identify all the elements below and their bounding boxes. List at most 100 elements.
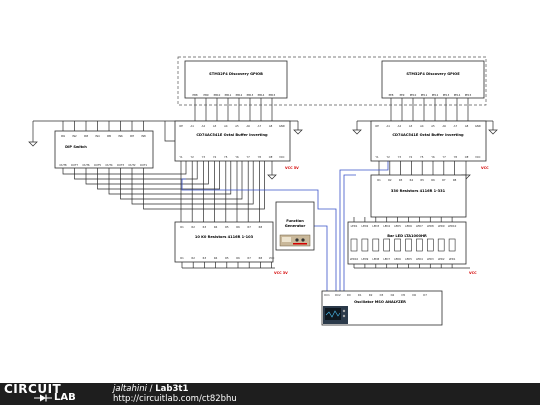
buffer-right-top-pin-8: A8 xyxy=(465,124,469,128)
project-url[interactable]: http://circuitlab.com/ct82bhu xyxy=(113,394,237,404)
dip-top-pin-7: IN8 xyxy=(141,134,146,138)
dip-top-pin-1: IN2 xyxy=(72,134,77,138)
dip-to-buffer-2 xyxy=(85,161,209,185)
led-segment-2 xyxy=(372,238,380,252)
footer-bar: CIRCUIT LAB jaltahini / Lab3t1 http://ci… xyxy=(0,383,540,405)
led-top-pin-9: LED10 xyxy=(448,224,457,228)
res-right-top-pin-2: R3 xyxy=(399,178,403,182)
oscilloscope-image xyxy=(323,306,348,324)
buffer-right-top-pin-0: OE xyxy=(375,124,379,128)
led-bottom-pin-4: LED6 xyxy=(394,257,401,261)
buffer-right-bottom-pin-3: Y4 xyxy=(409,155,413,159)
gpio-right-chip: STM32F4 Discovery GPIOE xyxy=(381,60,485,99)
buffer-right-bottom-pin-8: OE xyxy=(465,155,469,159)
buffer-left-top-pin-0: OE xyxy=(179,124,183,128)
buffer-left-bottom-pin-2: Y3 xyxy=(202,155,206,159)
buffer-right-top-pin-5: A5 xyxy=(431,124,435,128)
buffer-left-chip: CD74AC541E Octal Buffer Inverting xyxy=(174,120,291,162)
buffer-right-top-pin-7: A7 xyxy=(454,124,458,128)
buffer-left-top-pin-5: A5 xyxy=(235,124,239,128)
led-top-pin-2: LED3 xyxy=(372,224,379,228)
led-top-pin-8: LED9 xyxy=(438,224,445,228)
osc-pin-pin-6: D4 xyxy=(391,293,395,297)
logo-word-lab: LAB xyxy=(54,392,76,403)
gpio-left-title: STM32F4 Discovery GPIOB xyxy=(209,72,263,76)
buffer-left-top-pin-3: A3 xyxy=(213,124,217,128)
gpio-right-pin-4: PE12 xyxy=(432,93,439,97)
gpio-left-pin-2: PB10 xyxy=(214,93,221,97)
led-bar-chip: Bar LED LTA1000HR xyxy=(347,221,467,265)
dip-top-pin-4: IN5 xyxy=(107,134,112,138)
led-segment-0 xyxy=(350,238,358,252)
dip-top-pin-3: IN4 xyxy=(95,134,100,138)
dip-top-pin-0: IN1 xyxy=(61,134,66,138)
dip-bottom-pin-7: OUT1 xyxy=(140,163,148,167)
resistors-left-title: 10 K0 Resistors 4116R 1-103 xyxy=(195,235,254,239)
vcc-labels: VCC 5V VCC 3V VCC VCC xyxy=(274,166,489,275)
buffer-left-top-pin-9: GND xyxy=(279,124,285,128)
probe-wires xyxy=(181,161,389,291)
buffer-right-bottom-pin-4: Y5 xyxy=(420,155,424,159)
buffer-right-top-pin-4: A4 xyxy=(420,124,424,128)
gpio-left-pin-1: PB9 xyxy=(204,93,209,97)
buffer-left-top-pin-8: A8 xyxy=(269,124,273,128)
logo-word-circuit: CIRCUIT xyxy=(4,382,62,396)
gpio-left-pin-5: PB13 xyxy=(247,93,254,97)
buffer-left-bottom-pin-6: Y7 xyxy=(247,155,251,159)
buffer-right-bottom-pin-9: VCC xyxy=(475,155,481,159)
res-left-bottom-pin-5: R6 xyxy=(236,256,240,260)
res-right-top-pin-6: R7 xyxy=(442,178,446,182)
diode-logo-icon xyxy=(34,394,52,402)
ground-left-3 xyxy=(267,174,277,180)
led-segment-3 xyxy=(383,238,391,252)
buffer-left-bottom-pin-8: OE xyxy=(269,155,273,159)
vcc-label-3v: VCC 3V xyxy=(274,271,288,275)
res-left-top-pin-0: R1 xyxy=(180,225,184,229)
dip-bottom-pin-2: OUT6 xyxy=(82,163,90,167)
buffer-oe-left xyxy=(164,121,175,142)
buffer-right-bottom-pin-7: Y8 xyxy=(454,155,458,159)
project-name: Lab3t1 xyxy=(155,384,189,394)
gpio-left-pin-6: PB14 xyxy=(258,93,265,97)
buffer-right-top-pin-1: A1 xyxy=(386,124,390,128)
buffer-left-top-pin-2: A2 xyxy=(202,124,206,128)
dip-bottom-pin-3: OUT5 xyxy=(94,163,102,167)
res-left-top-pin-1: R2 xyxy=(191,225,195,229)
gpio-left-pin-3: PB11 xyxy=(225,93,232,97)
dip-top-pin-6: IN7 xyxy=(130,134,135,138)
ground-left-1 xyxy=(28,141,38,147)
probe-fg-to-scope xyxy=(314,225,328,291)
led-top-pin-3: LED4 xyxy=(383,224,390,228)
led-top-pin-0: LED1 xyxy=(351,224,358,228)
buffer-left-bottom-pin-5: Y6 xyxy=(235,155,239,159)
probe-dip-to-scope xyxy=(181,178,337,291)
oscilloscope-title: Oscillator MSO ANALYZER xyxy=(354,300,406,304)
buffer-left-bottom-pin-7: Y8 xyxy=(258,155,262,159)
dip-to-buffer-3 xyxy=(97,161,220,190)
led-top-pin-6: LED7 xyxy=(416,224,423,228)
res-left-top-pin-5: R6 xyxy=(236,225,240,229)
led-bottom-pin-3: LED7 xyxy=(383,257,390,261)
res-left-top-pin-7: R8 xyxy=(259,225,263,229)
led-bottom-pin-6: LED4 xyxy=(416,257,423,261)
circuitlab-logo[interactable]: CIRCUIT LAB xyxy=(4,382,96,404)
gpio-left-chip: STM32F4 Discovery GPIOB xyxy=(184,60,288,99)
res-right-top-pin-0: R1 xyxy=(377,178,381,182)
led-segment-9 xyxy=(448,238,456,252)
resistors-right-title: 330 Resistors 4116R 1-331 xyxy=(391,189,446,193)
res-right-top-pin-3: R4 xyxy=(410,178,414,182)
res-right-top-pin-7: R8 xyxy=(453,178,457,182)
dip-bottom-pin-4: OUT4 xyxy=(105,163,113,167)
res-left-top-pin-6: R7 xyxy=(247,225,251,229)
osc-pin-pin-2: D0 xyxy=(347,293,351,297)
res-right-top-pin-5: R6 xyxy=(431,178,435,182)
buffer-right-bottom-pin-2: Y3 xyxy=(398,155,402,159)
ground-right-2 xyxy=(488,129,498,135)
buffer-left-bottom-pin-3: Y4 xyxy=(213,155,217,159)
author-link[interactable]: jaltahini xyxy=(113,384,147,394)
led-bottom-pin-2: LED8 xyxy=(372,257,379,261)
vcc-label-5v: VCC 5V xyxy=(285,166,299,170)
gpio-right-pin-6: PE14 xyxy=(454,93,461,97)
